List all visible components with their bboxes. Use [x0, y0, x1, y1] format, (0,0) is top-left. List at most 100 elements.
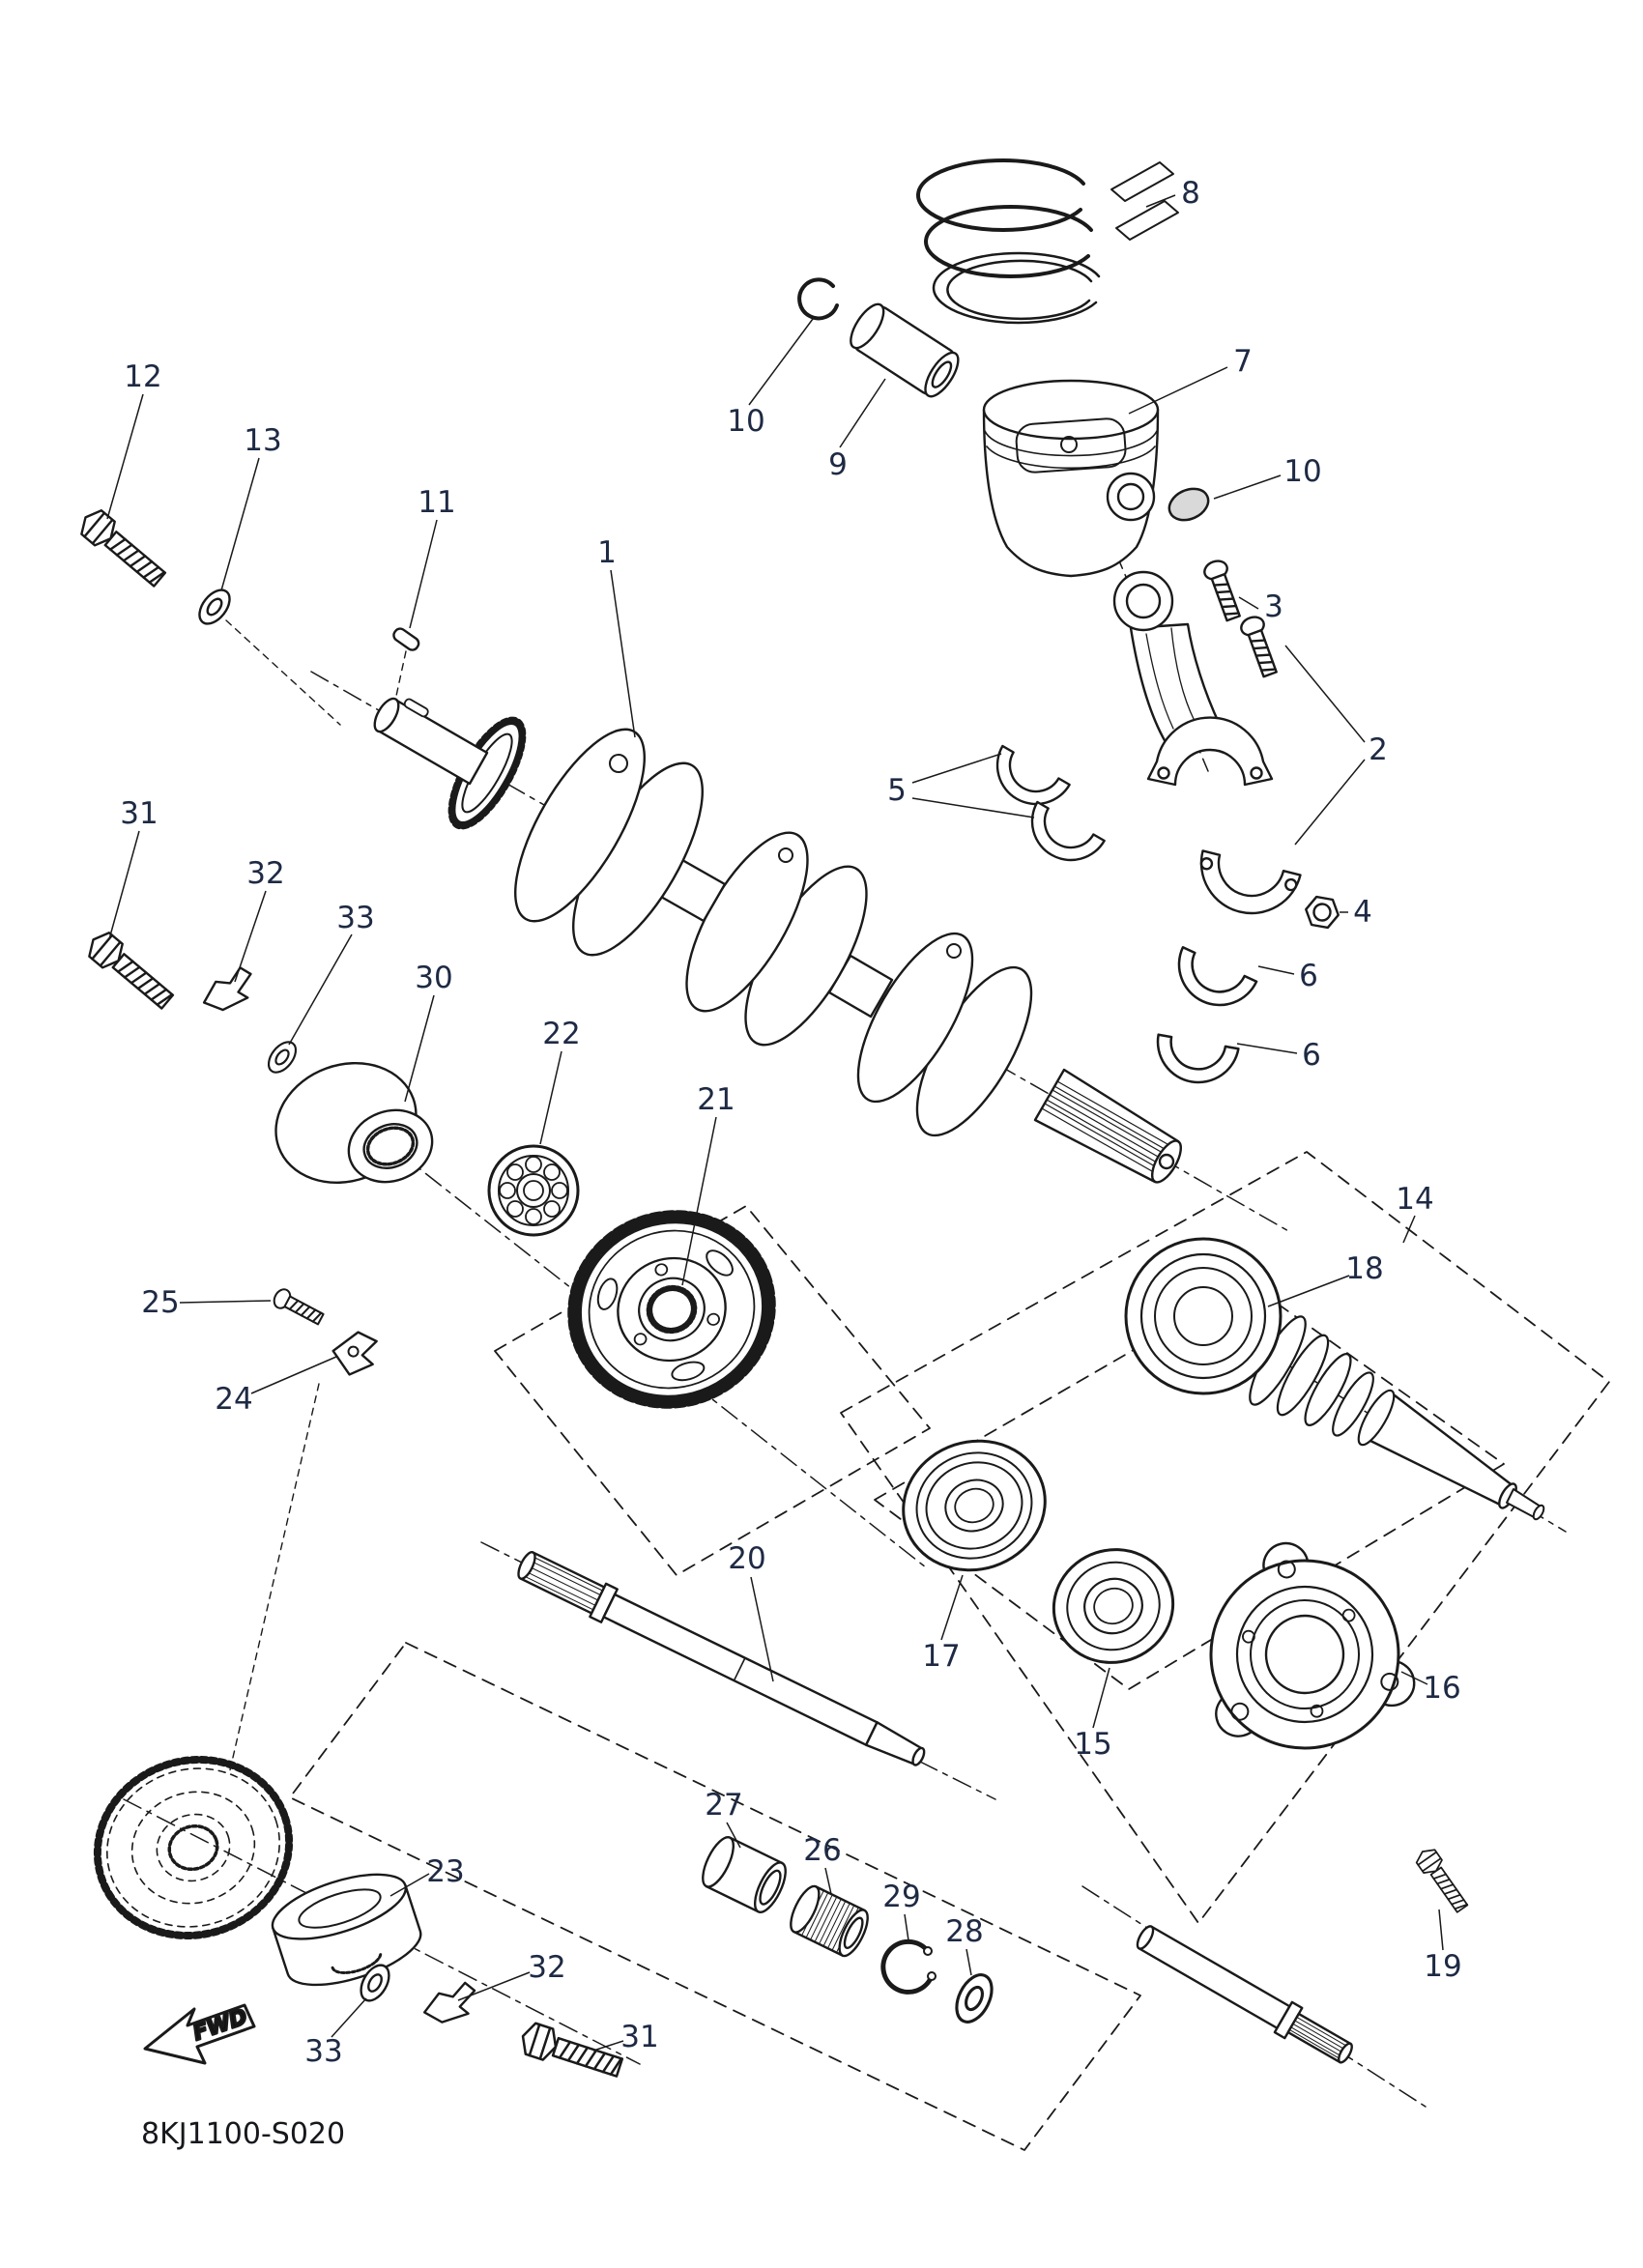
callout-label-2: 2: [1369, 732, 1388, 767]
callout-label-33: 33: [304, 2034, 342, 2069]
callout-label-28: 28: [945, 1914, 983, 1949]
assembly-box-inner: [874, 1282, 1505, 1690]
lock-washer: [420, 1980, 479, 2025]
callout-label-5: 5: [887, 773, 907, 808]
callout-label-27: 27: [705, 1788, 742, 1823]
balancer-weight-half: [271, 1873, 422, 1987]
leader-line: [1213, 474, 1282, 500]
callout-label-19: 19: [1424, 1949, 1461, 1984]
callout-label-3: 3: [1264, 589, 1283, 624]
leader-line: [748, 318, 814, 406]
callout-label-23: 23: [426, 1854, 464, 1889]
leader-line: [1294, 759, 1366, 846]
leader-line: [1438, 1909, 1444, 1951]
leader-line: [1145, 194, 1176, 208]
callout-label-16: 16: [1423, 1671, 1460, 1706]
leader-line: [592, 2040, 624, 2052]
leader-line: [1400, 1671, 1428, 1685]
callout-label-33: 33: [336, 901, 374, 935]
piston: [982, 379, 1160, 578]
callout-label-29: 29: [882, 1880, 920, 1914]
leader-lines: [106, 194, 1444, 2052]
leader-line: [1402, 1215, 1416, 1244]
ghost-gear: [93, 1755, 294, 1940]
crankshaft: [373, 697, 1182, 1184]
callout-label-6: 6: [1302, 1038, 1321, 1073]
leader-line: [409, 519, 438, 629]
callout-label-15: 15: [1074, 1727, 1111, 1762]
callout-label-30: 30: [415, 961, 452, 995]
balancer-gear: [567, 1210, 776, 1409]
plate-screw: [270, 1285, 327, 1330]
stopper-plate: [331, 1331, 378, 1376]
diagram-code: 8KJ1100-S020: [141, 2117, 345, 2151]
bearing-housing: [1209, 1541, 1416, 1750]
leader-line: [726, 1822, 741, 1849]
callout-label-7: 7: [1233, 344, 1253, 379]
rod-bolt: [1200, 557, 1246, 624]
oil-seal: [902, 1439, 1047, 1572]
leader-line: [681, 1116, 717, 1286]
pin-clip-right: [1167, 487, 1210, 522]
damper-coupling: [1124, 1237, 1545, 1521]
leader-line: [404, 994, 435, 1103]
rod-cap: [1199, 849, 1302, 915]
callout-label-32: 32: [528, 1950, 565, 1985]
assembly-box-14: [840, 1151, 1610, 1924]
leader-line: [824, 1867, 832, 1895]
callout-label-26: 26: [803, 1833, 841, 1868]
woodruff-key: [392, 627, 420, 651]
piston-rings: [916, 158, 1179, 325]
callout-label-24: 24: [215, 1382, 252, 1417]
rod-nut: [1305, 895, 1340, 930]
balancer-weight: [274, 1061, 434, 1185]
callout-label-10: 10: [727, 404, 764, 439]
callout-label-20: 20: [728, 1541, 765, 1576]
callout-label-10: 10: [1283, 454, 1321, 489]
leader-line: [457, 1971, 531, 2001]
callout-label-18: 18: [1345, 1251, 1383, 1286]
leader-line: [1236, 1043, 1298, 1054]
crankpin-bearing-shell: [1017, 800, 1106, 876]
leader-line: [940, 1574, 964, 1641]
crank-bolt: [74, 503, 171, 593]
callout-label-6: 6: [1299, 959, 1318, 993]
balancer-shaft-rear: [1136, 1925, 1353, 2064]
leader-line: [234, 890, 267, 983]
connecting-rod: [1112, 570, 1274, 787]
callout-label-14: 14: [1396, 1182, 1433, 1217]
leader-line: [288, 933, 353, 1046]
leader-line: [610, 569, 636, 738]
callout-label-11: 11: [418, 485, 455, 520]
callout-label-13: 13: [244, 423, 281, 458]
leader-line: [389, 1873, 430, 1897]
leader-line: [1267, 1275, 1350, 1307]
piston-pin: [850, 302, 960, 398]
balancer-bolt: [82, 926, 179, 1016]
leader-line: [1284, 645, 1366, 743]
fwd-arrow: FWD: [143, 2003, 256, 2065]
needle-bearing: [790, 1884, 869, 1958]
leader-line: [108, 830, 140, 940]
leader-line: [911, 753, 1002, 784]
callout-label-25: 25: [141, 1285, 179, 1320]
leader-line: [539, 1050, 562, 1145]
callout-label-21: 21: [697, 1082, 735, 1117]
ball-bearing: [487, 1144, 580, 1237]
callout-label-1: 1: [597, 535, 617, 570]
leader-line: [179, 1300, 272, 1304]
shaft-washer: [948, 1967, 1000, 2029]
leader-line: [220, 457, 260, 591]
leader-line: [839, 378, 886, 448]
callout-label-8: 8: [1181, 176, 1200, 211]
callout-label-31: 31: [620, 2020, 658, 2054]
crankpin-bearing-shell: [982, 744, 1071, 819]
pin-clip-left: [797, 277, 839, 321]
leader-line: [1092, 1667, 1110, 1729]
shaft-collar: [702, 1836, 787, 1913]
leader-line: [1128, 366, 1228, 415]
leader-line: [250, 1356, 337, 1394]
